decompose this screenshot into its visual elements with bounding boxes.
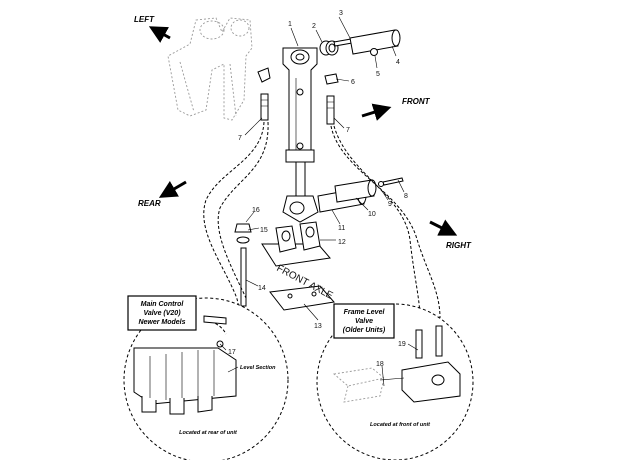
callout-14: 14 (258, 285, 266, 292)
callout-4: 4 (396, 59, 400, 66)
hose-end-right[interactable] (326, 95, 335, 125)
callout-1: 1 (288, 21, 292, 28)
callout-17: 17 (228, 349, 236, 356)
label-rear: REAR (138, 199, 161, 208)
level-section-leader (227, 366, 239, 373)
elbow-fitting-right[interactable] (324, 73, 339, 85)
bushing-ring[interactable] (319, 40, 339, 56)
mounting-stud[interactable] (240, 247, 247, 307)
pivot-pin[interactable] (349, 29, 401, 55)
hose-end-left[interactable] (260, 93, 269, 121)
elbow-fitting-left[interactable] (257, 67, 271, 83)
callout-6: 6 (351, 79, 355, 86)
frame-valve-line-1: Frame Level (344, 309, 386, 316)
callout-19: 19 (398, 341, 406, 348)
front-location-note: Located at front of unit (370, 422, 431, 428)
callout-16: 16 (252, 207, 260, 214)
main-valve-line-1: Main Control (141, 301, 185, 308)
frame-valve-label-box: Frame Level Valve (Older Units) (333, 303, 395, 339)
stud-nut[interactable] (234, 223, 252, 233)
callout-7-right: 7 (346, 127, 350, 134)
frame-valve-detail (316, 303, 474, 460)
main-valve-label-box: Main Control Valve (V20) Newer Models (127, 295, 197, 331)
axle-mount-bracket[interactable] (261, 221, 331, 267)
callout-15: 15 (260, 227, 268, 234)
pin-nut[interactable] (370, 48, 378, 56)
washer[interactable] (236, 236, 250, 244)
label-left: LEFT (134, 15, 155, 24)
callout-leaders (219, 16, 419, 387)
callout-7-left: 7 (238, 135, 242, 142)
callout-13: 13 (314, 323, 322, 330)
label-right: RIGHT (446, 241, 472, 250)
hydraulic-hose-routes (203, 121, 441, 327)
axle-plate[interactable] (269, 285, 335, 311)
main-valve-detail (123, 297, 289, 460)
level-section-note: Level Section (240, 365, 276, 371)
callout-9: 9 (388, 201, 392, 208)
label-front: FRONT (402, 97, 431, 106)
callout-5: 5 (376, 71, 380, 78)
frame-bracket-outline (167, 17, 253, 121)
callout-12: 12 (338, 239, 346, 246)
callout-11: 11 (338, 225, 345, 232)
callout-8: 8 (404, 193, 408, 200)
lower-bushing[interactable] (334, 179, 377, 203)
lower-bolt[interactable] (378, 177, 404, 187)
callout-10: 10 (368, 211, 376, 218)
callout-2: 2 (312, 23, 316, 30)
direction-arrows (148, 26, 458, 236)
callout-3: 3 (339, 10, 343, 17)
rear-location-note: Located at rear of unit (179, 430, 238, 436)
main-valve-line-3: Newer Models (138, 319, 185, 326)
frame-valve-line-3: (Older Units) (343, 327, 386, 334)
main-valve-line-2: Valve (V20) (143, 310, 181, 317)
frame-valve-line-2: Valve (355, 318, 373, 325)
callout-18: 18 (376, 361, 384, 368)
hydraulic-cylinder[interactable] (282, 47, 319, 223)
